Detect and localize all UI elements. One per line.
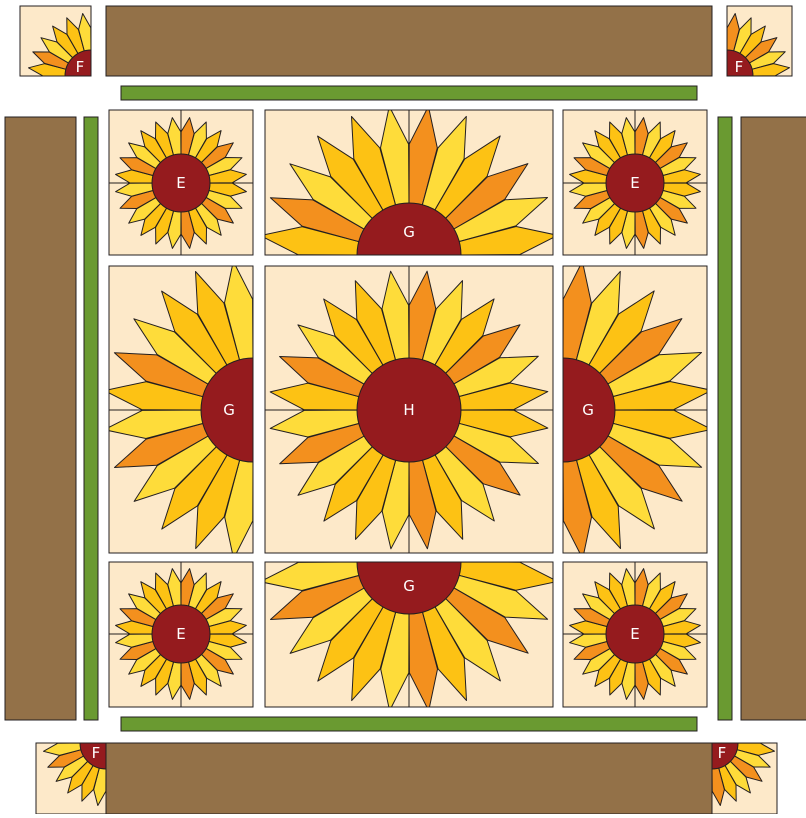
petal xyxy=(48,719,86,737)
petal xyxy=(41,88,74,114)
block-label: F xyxy=(92,744,101,762)
block-label: E xyxy=(630,625,639,643)
block-center-flower: H xyxy=(265,266,553,553)
block-label: F xyxy=(735,58,744,76)
border-bottom xyxy=(106,743,712,814)
block-label: G xyxy=(582,401,594,419)
border-left xyxy=(5,117,76,720)
border-right xyxy=(741,117,806,720)
petal xyxy=(44,731,83,743)
petal xyxy=(650,731,689,743)
block-small-flower-top-right: E xyxy=(563,110,707,255)
petal xyxy=(735,731,774,743)
sashing-left xyxy=(84,117,98,720)
block-small-flower-bottom-left: E xyxy=(109,562,253,707)
block-label: F xyxy=(718,744,727,762)
block-small-flower-bottom-right: E xyxy=(563,562,707,707)
petal xyxy=(33,82,71,100)
petal xyxy=(29,76,68,88)
border-top xyxy=(106,6,712,76)
block-small-flower-top-left: E xyxy=(109,110,253,255)
block-label: F xyxy=(76,58,85,76)
petal xyxy=(750,76,789,88)
petal xyxy=(748,82,786,100)
block-label: E xyxy=(176,625,185,643)
block-label: E xyxy=(176,174,185,192)
petal xyxy=(744,88,777,114)
petal xyxy=(91,14,103,53)
petal xyxy=(715,14,727,53)
block-label: E xyxy=(630,174,639,192)
petal xyxy=(733,719,771,737)
block-label: G xyxy=(403,577,415,595)
sashing-right xyxy=(718,117,732,720)
block-label: H xyxy=(403,401,414,419)
block-label: G xyxy=(223,401,235,419)
sashing-top xyxy=(121,86,697,100)
petal xyxy=(129,731,168,743)
block-label: G xyxy=(403,223,415,241)
sashing-bottom xyxy=(121,717,697,731)
